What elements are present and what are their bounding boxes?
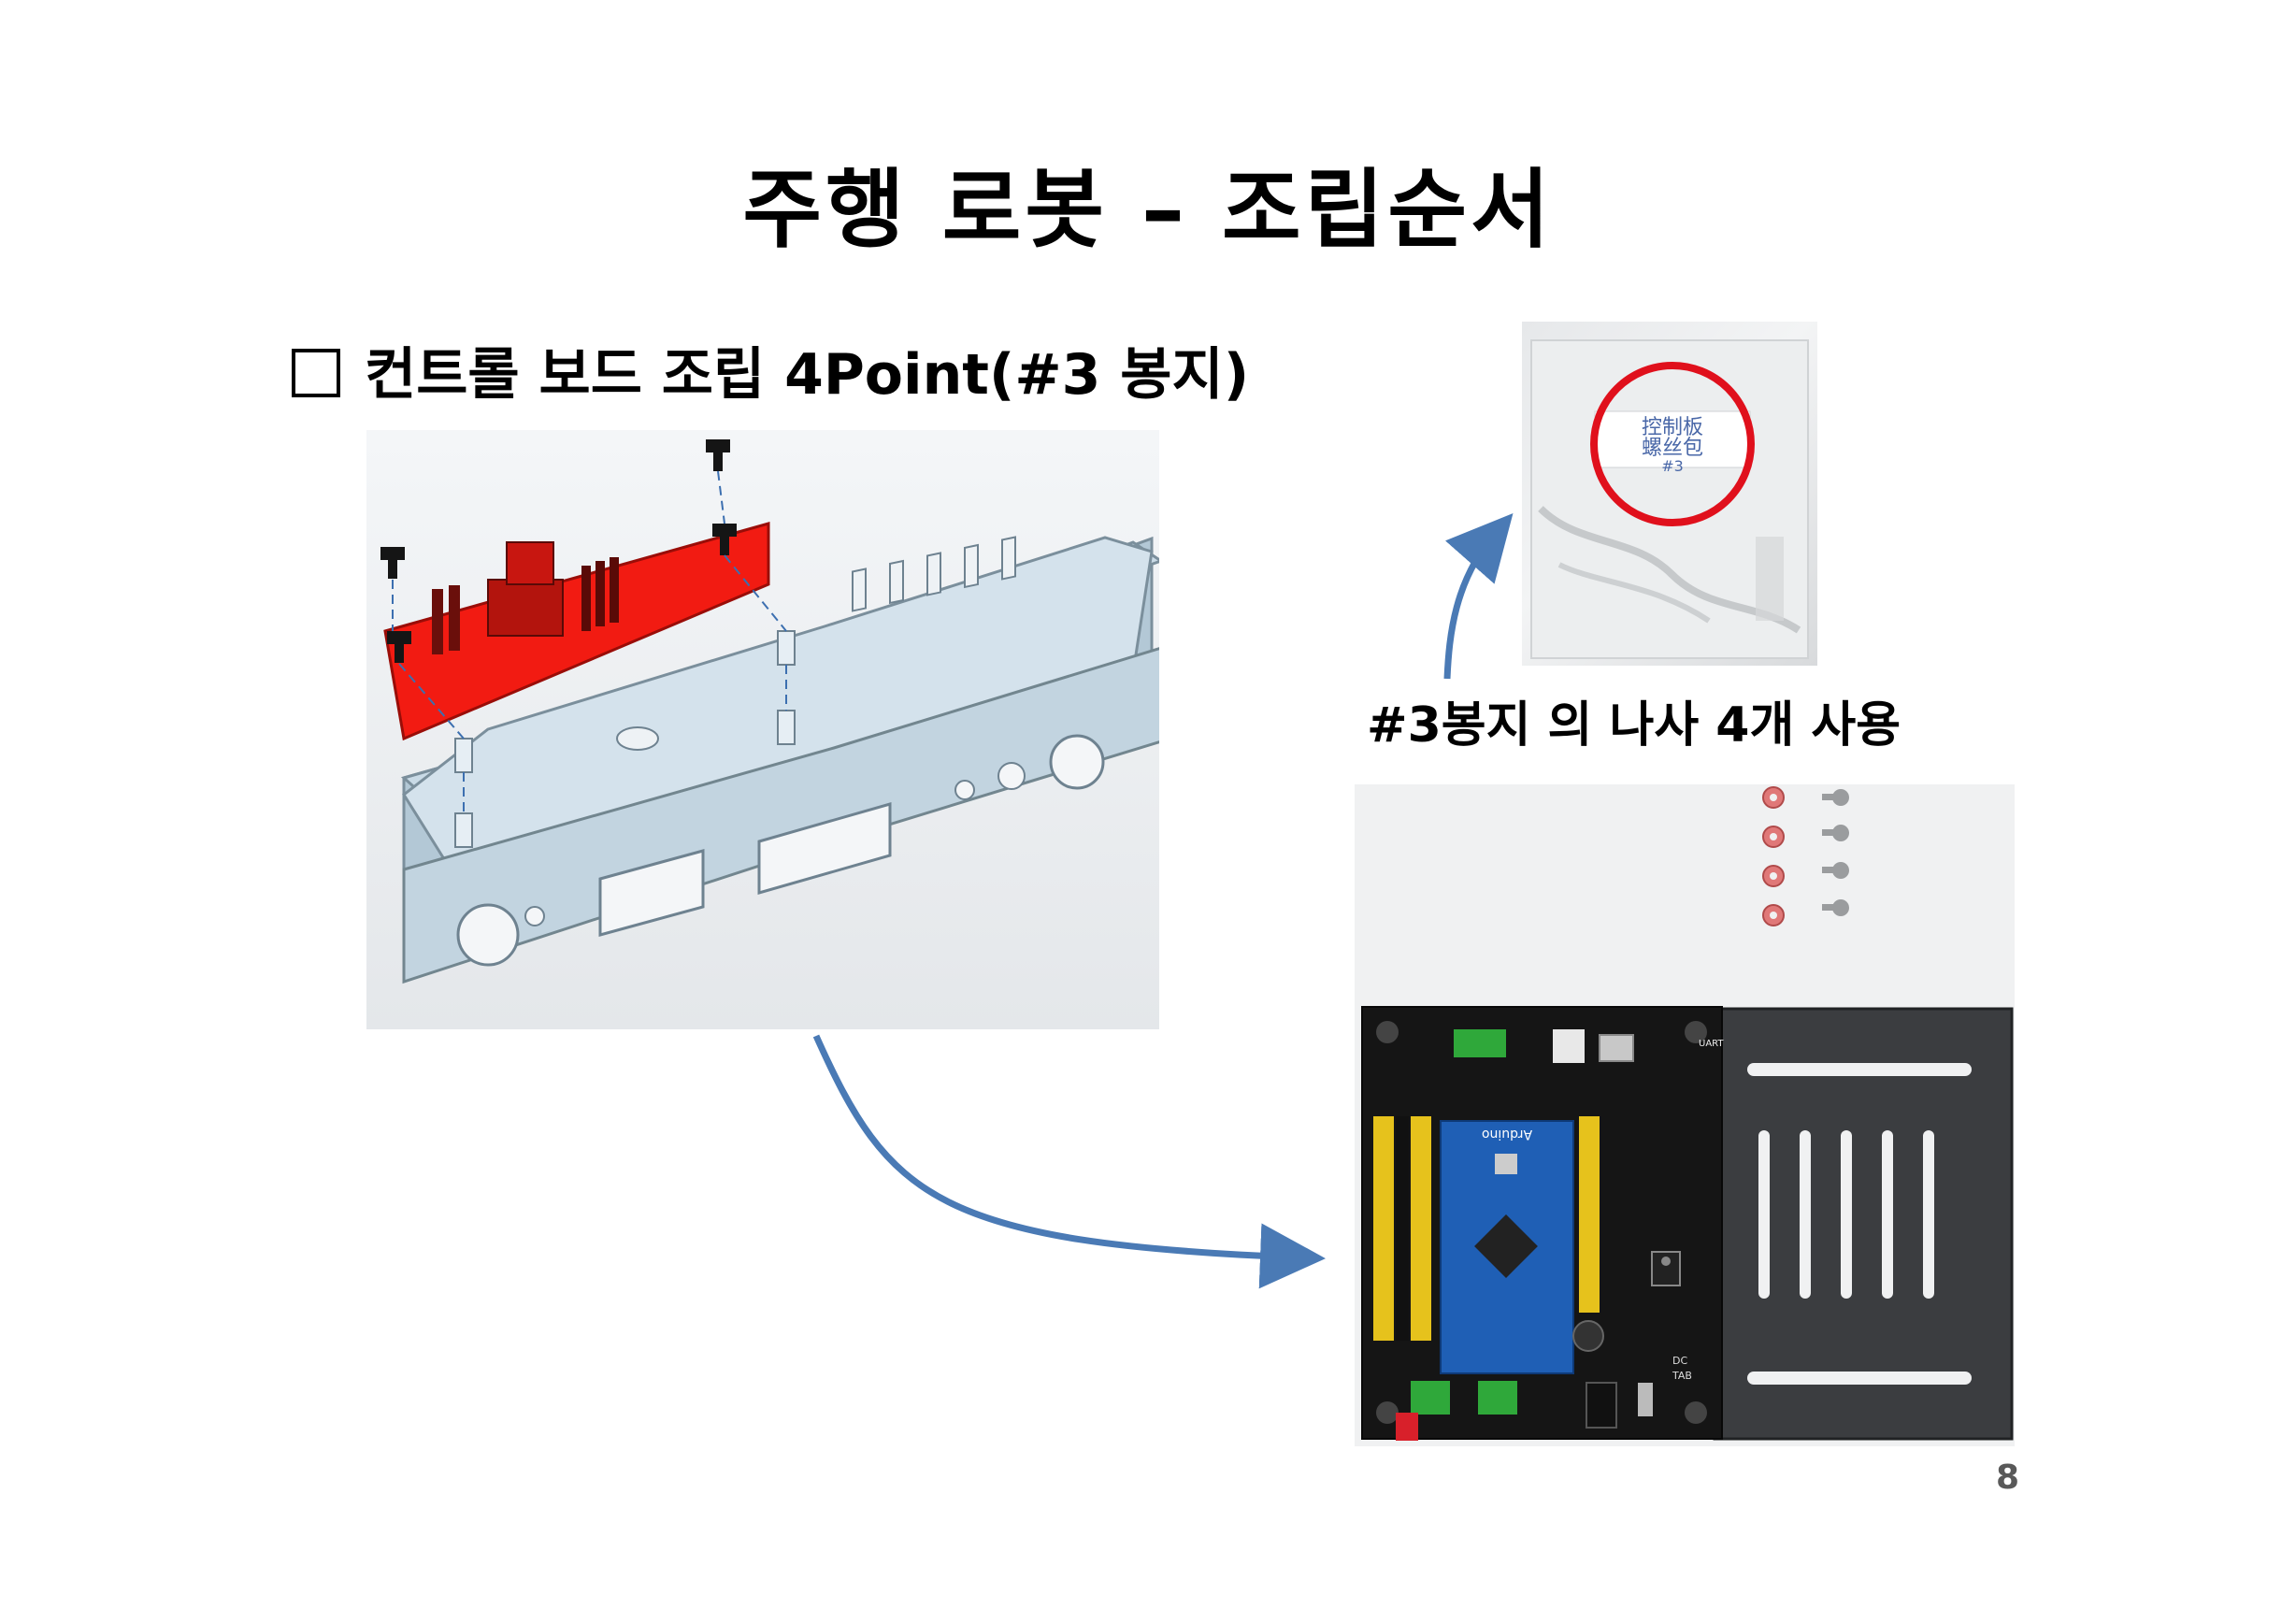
screw-bag-illustration: 控制板 螺丝包 #3	[1530, 339, 1809, 659]
dc-label: DC	[1672, 1355, 1687, 1367]
cad-illustration	[380, 439, 1159, 984]
slide-title: 주행 로봇 – 조립순서	[742, 160, 1554, 260]
arrow-to-bag	[1443, 512, 1514, 680]
bag-label-line1: 控制板	[1642, 416, 1703, 439]
control-board-part	[383, 522, 770, 741]
board-photo: UART Arduino DC TAB	[1355, 784, 2015, 1446]
nano-brand: Arduino	[1482, 1127, 1532, 1142]
page-number: 8	[1995, 1458, 2019, 1497]
bag-label-line3: #3	[1661, 457, 1684, 475]
bullet-square-icon	[292, 349, 340, 397]
section-heading-text: 컨트롤 보드 조립 4Point(#3 봉지)	[365, 342, 1250, 408]
board-illustration: UART Arduino DC TAB	[1355, 784, 2015, 1446]
arrow-to-board	[812, 1034, 1326, 1289]
bag-caption: #3봉지 의 나사 4개 사용	[1367, 697, 1901, 754]
uart-label: UART	[1699, 1039, 1724, 1049]
cad-exploded-view	[366, 430, 1159, 1029]
section-heading: 컨트롤 보드 조립 4Point(#3 봉지)	[292, 329, 1249, 410]
tab-label: TAB	[1672, 1370, 1692, 1382]
highlight-circle	[1590, 362, 1755, 526]
loose-screws	[1762, 786, 1849, 926]
bag-label-line2: 螺丝包	[1642, 437, 1703, 460]
screw-bag-photo: 控制板 螺丝包 #3	[1522, 322, 1817, 666]
